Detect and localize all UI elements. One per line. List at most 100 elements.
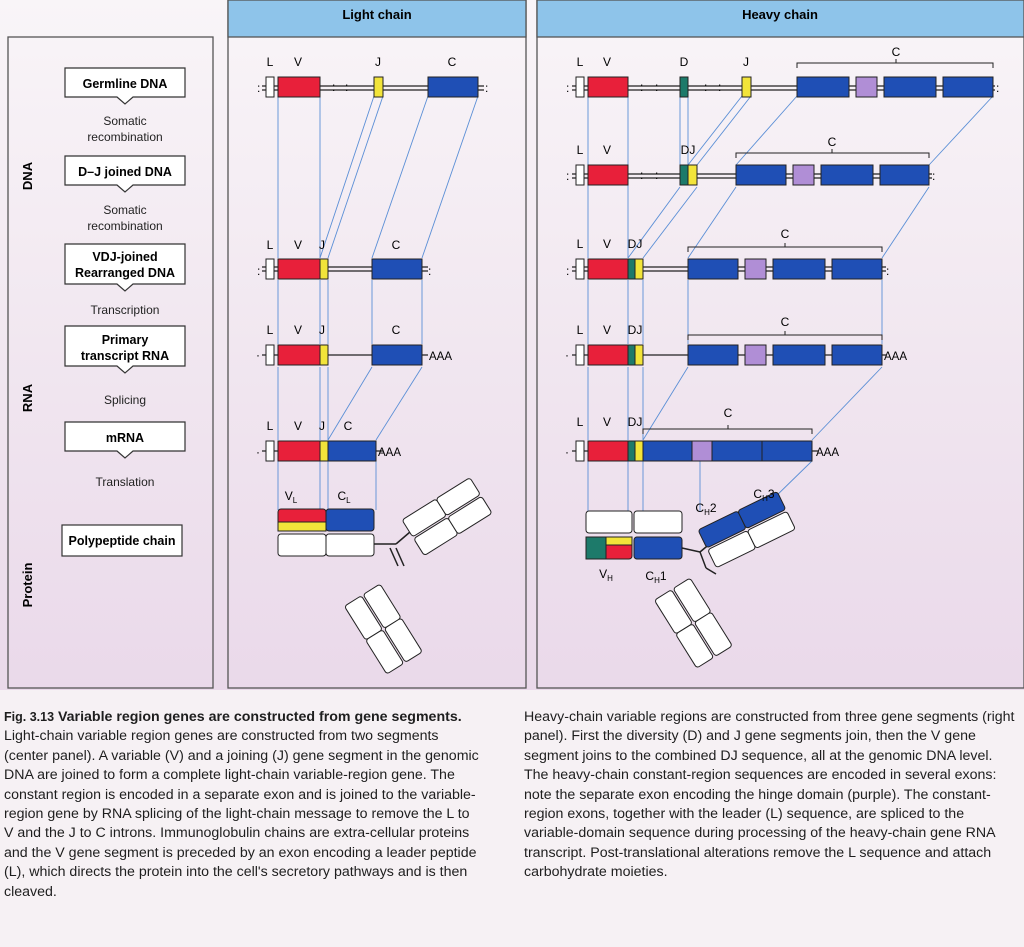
light-chain-title: Light chain — [342, 7, 411, 22]
svg-text:AAA: AAA — [816, 447, 839, 459]
svg-text:V: V — [603, 415, 611, 429]
svg-text:·: · — [565, 348, 569, 362]
svg-text::: : — [332, 80, 335, 94]
svg-text:V: V — [603, 237, 611, 251]
process-translation: Translation — [96, 475, 155, 489]
svg-text:C: C — [781, 227, 790, 241]
svg-text:V: V — [603, 323, 611, 337]
light-guides — [277, 95, 479, 510]
stage-dj-joined-dna: D–J joined DNA — [64, 155, 186, 193]
svg-text:D: D — [680, 55, 689, 69]
protein-label: Protein — [20, 563, 35, 608]
process-transcription: Transcription — [91, 303, 160, 317]
svg-text:L: L — [577, 415, 584, 429]
svg-text:L: L — [577, 55, 584, 69]
stage-label: mRNA — [106, 431, 144, 445]
svg-text:C: C — [828, 135, 837, 149]
light-antibody: VL CL — [277, 478, 492, 674]
svg-text:J: J — [319, 419, 325, 433]
svg-text::: : — [428, 264, 431, 278]
stage-label-line2: transcript RNA — [81, 349, 169, 363]
stage-primary-transcript: Primary transcript RNA — [64, 325, 186, 374]
heavy-chain-panel — [536, 0, 1024, 689]
svg-text:CH1: CH1 — [645, 569, 666, 585]
caption-right: Heavy-chain variable regions are constru… — [524, 708, 1016, 883]
svg-text::: : — [257, 264, 260, 278]
svg-text:C: C — [781, 315, 790, 329]
svg-text:J: J — [319, 323, 325, 337]
svg-text:L: L — [577, 323, 584, 337]
heavy-chain-header — [536, 0, 1024, 38]
svg-text:V: V — [294, 55, 302, 69]
svg-text:J: J — [375, 55, 381, 69]
dna-label: DNA — [20, 161, 35, 190]
stage-panel — [7, 36, 214, 689]
svg-text:V: V — [603, 143, 611, 157]
svg-text::: : — [655, 168, 658, 182]
svg-text:J: J — [743, 55, 749, 69]
svg-text::: : — [566, 81, 569, 95]
svg-text:AAA: AAA — [378, 447, 401, 459]
svg-text:L: L — [577, 237, 584, 251]
svg-text:·: · — [256, 445, 260, 459]
svg-text::: : — [566, 264, 569, 278]
light-primary-transcript-row: · AAA L V J C — [256, 323, 452, 366]
figure-number: Fig. 3.13 — [4, 710, 55, 724]
svg-text:·: · — [256, 348, 260, 362]
svg-text:V: V — [294, 238, 302, 252]
svg-text::: : — [718, 80, 721, 94]
svg-text:L: L — [267, 323, 274, 337]
stage-label-line1: Primary — [102, 333, 149, 347]
caption-left-text: Light-chain variable region genes are co… — [4, 728, 479, 900]
svg-text:DJ: DJ — [628, 237, 643, 251]
rna-label: RNA — [20, 383, 35, 412]
svg-text:C: C — [892, 45, 901, 59]
stage-label: Germline DNA — [83, 77, 168, 91]
svg-text:C: C — [392, 323, 401, 337]
svg-text:CH3: CH3 — [753, 487, 774, 503]
heavy-primary-transcript-row: · AAA L V DJ C — [565, 315, 907, 366]
svg-text:DJ: DJ — [628, 323, 643, 337]
svg-text:C: C — [344, 419, 353, 433]
svg-text::: : — [655, 80, 658, 94]
heavy-vdj-rearranged-row: :: L V DJ C — [566, 227, 889, 280]
svg-text::: : — [640, 168, 643, 182]
svg-text:L: L — [267, 419, 274, 433]
svg-text::: : — [345, 80, 348, 94]
stage-mrna: mRNA — [64, 421, 186, 459]
svg-text::: : — [257, 81, 260, 95]
light-chain-panel — [227, 0, 527, 689]
svg-text:CH2: CH2 — [695, 501, 716, 517]
svg-text::: : — [704, 80, 707, 94]
process-somatic-1b: recombination — [87, 130, 162, 144]
heavy-chain-title: Heavy chain — [742, 7, 818, 22]
polya-tail: AAA — [429, 351, 452, 363]
svg-text:AAA: AAA — [884, 351, 907, 363]
svg-text::: : — [996, 81, 999, 95]
svg-text::: : — [566, 169, 569, 183]
process-somatic-2b: recombination — [87, 219, 162, 233]
caption-right-text: Heavy-chain variable regions are constru… — [524, 709, 1015, 881]
svg-text:L: L — [577, 143, 584, 157]
svg-text:·: · — [565, 445, 569, 459]
stage-label-line2: Rearranged DNA — [75, 266, 175, 280]
figure-diagram: Light chain Heavy chain DNA RNA Protein … — [0, 0, 1024, 690]
stage-label: D–J joined DNA — [78, 165, 172, 179]
stage-label-line1: VDJ-joined — [92, 250, 157, 264]
stage-polypeptide: Polypeptide chain — [61, 524, 183, 557]
svg-text::: : — [886, 264, 889, 278]
svg-text:V: V — [294, 323, 302, 337]
svg-text:DJ: DJ — [628, 415, 643, 429]
svg-text:DJ: DJ — [681, 143, 696, 157]
svg-text::: : — [640, 80, 643, 94]
svg-text:L: L — [267, 238, 274, 252]
svg-text:V: V — [294, 419, 302, 433]
process-somatic-2a: Somatic — [103, 203, 146, 217]
svg-text::: : — [485, 81, 488, 95]
process-splicing: Splicing — [104, 393, 146, 407]
